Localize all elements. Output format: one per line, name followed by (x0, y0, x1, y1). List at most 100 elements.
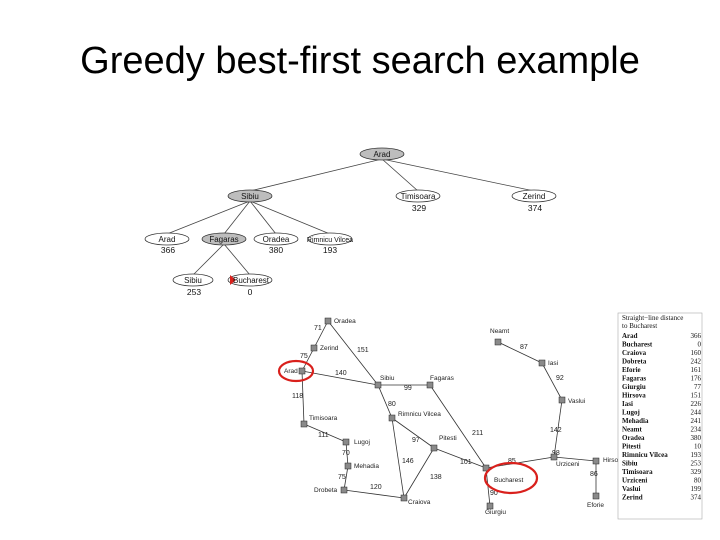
tree-node-label: Bucharest (233, 276, 270, 285)
city-label: Urziceni (556, 461, 579, 468)
sld-city-distance: 380 (691, 434, 702, 442)
city-mehadia: Mehadia (344, 462, 379, 470)
sld-city-distance: 77 (694, 383, 702, 391)
city-label: Vaslui (568, 398, 585, 405)
tree-node-bucharest: Bucharest 0 (227, 273, 273, 297)
city-neamt: Neamt (490, 328, 509, 346)
tree-node-label: Rimnicu Vilcea (307, 237, 353, 244)
tree-node-label: Sibiu (184, 276, 202, 285)
tree-node-timisoara: Timisoara 329 (395, 189, 441, 213)
city-label: Zerind (320, 345, 339, 352)
sld-city-distance: 226 (691, 400, 702, 408)
distance-label: 70 (342, 450, 350, 457)
distance-label: 75 (338, 474, 346, 481)
tree-node-value: 380 (269, 245, 283, 255)
city-label: Giurgiu (485, 509, 506, 516)
city-label: Bucharest (494, 477, 523, 484)
sld-city-name: Timisoara (622, 468, 653, 476)
city-label: Fagaras (430, 375, 455, 382)
sld-table-header: to Bucharest (622, 322, 657, 330)
distance-label: 71 (314, 325, 322, 332)
distance-label: 75 (300, 353, 308, 360)
city-timisoara: Timisoara (300, 415, 338, 428)
city-label: Oradea (334, 318, 356, 325)
distance-label: 90 (490, 490, 498, 497)
city-label: Mehadia (354, 463, 379, 470)
sld-city-name: Hirsova (622, 392, 646, 400)
slide-title: Greedy best-first search example (80, 40, 640, 82)
distance-label: 146 (402, 458, 414, 465)
tree-node-sibiu-2: Sibiu 253 (172, 273, 214, 297)
sld-city-name: Pitesti (622, 443, 641, 451)
romania-map-distances: 71 75 151 140 118 99 80 111 97 211 70 14… (292, 325, 598, 497)
sld-table: Straight−line distance to Bucharest Arad… (617, 312, 703, 520)
city-fagaras: Fagaras (426, 375, 455, 389)
tree-node-label: Sibiu (241, 192, 259, 201)
distance-label: 85 (508, 458, 516, 465)
city-sibiu: Sibiu (374, 375, 395, 389)
tree-node-oradea: Oradea 380 (253, 232, 299, 255)
sld-city-distance: 176 (691, 375, 702, 383)
distance-label: 86 (590, 471, 598, 478)
sld-city-name: Zerind (622, 494, 643, 502)
sld-city-distance: 241 (691, 417, 702, 425)
tree-node-fagaras: Fagaras (201, 232, 247, 246)
romania-map-roads (301, 320, 597, 507)
tree-node-rimnicu-vilcea: Rimnicu Vilcea 193 (307, 232, 353, 255)
sld-city-distance: 193 (691, 451, 702, 459)
sld-city-distance: 366 (691, 332, 702, 340)
sld-city-distance: 244 (691, 409, 702, 417)
distance-label: 111 (318, 432, 329, 439)
distance-label: 98 (552, 450, 560, 457)
city-label: Neamt (490, 328, 509, 335)
tree-node-value: 374 (528, 203, 542, 213)
sld-city-name: Eforie (622, 366, 641, 374)
tree-node-sibiu: Sibiu (227, 189, 273, 203)
search-tree (166, 158, 535, 276)
tree-node-arad: Arad 366 (144, 232, 190, 255)
sld-city-distance: 161 (691, 366, 702, 374)
city-oradea: Oradea (324, 317, 356, 325)
sld-city-name: Sibiu (622, 460, 638, 468)
start-highlight-circle (277, 359, 315, 383)
tree-node-value: 253 (187, 287, 201, 297)
sld-table-header: Straight−line distance (622, 314, 683, 322)
city-giurgiu: Giurgiu (485, 502, 506, 516)
city-label: Eforie (587, 502, 604, 509)
city-eforie: Eforie (587, 492, 604, 509)
sld-city-distance: 151 (691, 392, 702, 400)
city-urziceni: Urziceni (550, 453, 579, 468)
sld-city-distance: 253 (691, 460, 702, 468)
city-label: Hirsova (603, 457, 625, 464)
sld-city-name: Dobreta (622, 358, 647, 366)
sld-city-name: Vaslui (622, 485, 640, 493)
sld-city-name: Mehadia (622, 417, 649, 425)
city-label: Rimnicu Vilcea (398, 411, 441, 418)
distance-label: 97 (412, 437, 420, 444)
tree-node-value: 366 (161, 245, 175, 255)
city-iasi: Iasi (538, 359, 558, 367)
sld-city-name: Craiova (622, 349, 647, 357)
sld-city-name: Lugoj (622, 409, 640, 417)
sld-city-name: Fagaras (622, 375, 646, 383)
tree-node-label: Oradea (263, 235, 290, 244)
sld-city-name: Iasi (622, 400, 633, 408)
tree-node-arad-root: Arad (359, 147, 405, 161)
city-lugoj: Lugoj (342, 438, 370, 446)
tree-node-label: Arad (374, 150, 391, 159)
city-label: Craiova (408, 499, 431, 506)
tree-node-value: 329 (412, 203, 426, 213)
tree-node-value: 0 (248, 287, 253, 297)
city-bucharest: Bucharest (482, 464, 523, 484)
tree-node-label: Fagaras (209, 235, 238, 244)
goal-highlight-circle (483, 461, 539, 495)
distance-label: 138 (430, 474, 442, 481)
city-label: Drobeta (314, 487, 338, 494)
distance-label: 151 (357, 347, 369, 354)
sld-city-name: Arad (622, 332, 638, 340)
tree-node-zerind: Zerind 374 (511, 189, 557, 213)
distance-label: 118 (292, 393, 303, 400)
city-label: Timisoara (309, 415, 338, 422)
sld-city-distance: 80 (694, 477, 702, 485)
